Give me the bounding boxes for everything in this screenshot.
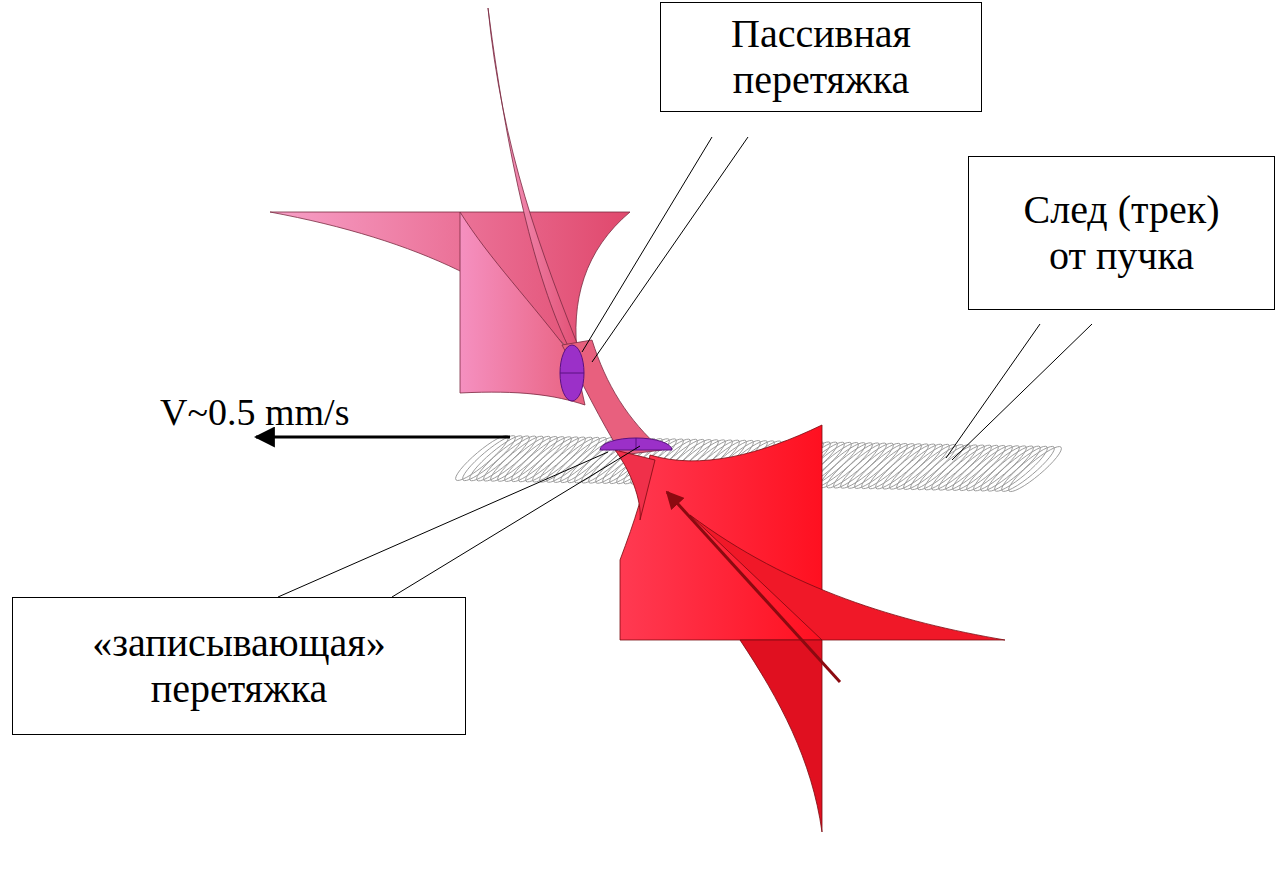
- beam-waist: [560, 345, 672, 450]
- track-hatch: [1004, 442, 1065, 496]
- callout-box: След (трек) от пучка: [968, 156, 1275, 310]
- callout-box: «записывающая» перетяжка: [12, 597, 466, 735]
- callout-text: «записывающая» перетяжка: [69, 620, 409, 712]
- lower-beam: [615, 425, 1005, 832]
- velocity-arrow: [256, 436, 510, 439]
- upper-beam: [270, 8, 662, 455]
- velocity-label: V~0.5 mm/s: [160, 392, 349, 434]
- callout-text: Пассивная перетяжка: [681, 11, 961, 103]
- callout-box: Пассивная перетяжка: [660, 2, 982, 112]
- beam-direction-arrow: [667, 492, 840, 682]
- callout-text: След (трек) от пучка: [1004, 187, 1239, 279]
